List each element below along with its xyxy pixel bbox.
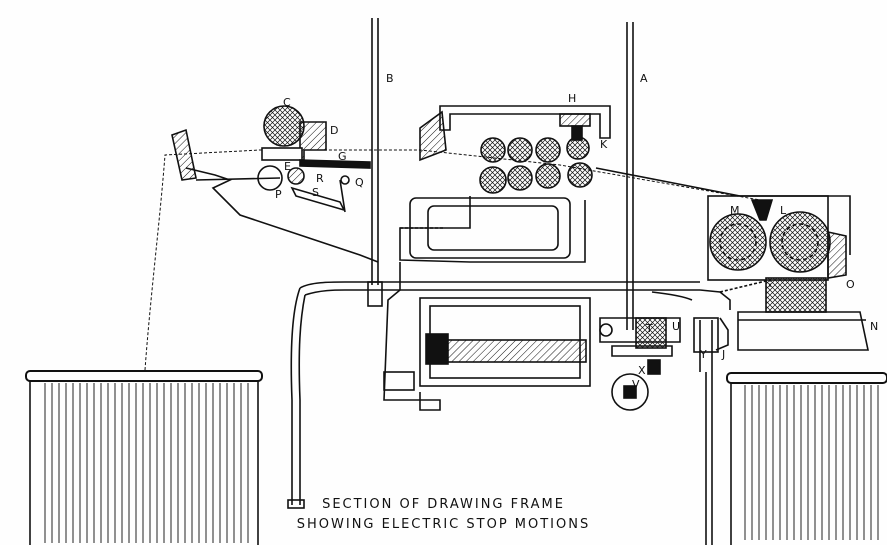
back-guide xyxy=(171,128,379,263)
right-sliver-can xyxy=(726,372,887,545)
calender-rolls xyxy=(707,195,847,313)
label-l: L xyxy=(780,204,787,217)
label-j: J xyxy=(721,348,725,361)
part-labels: B A C D E G H K L M N O P Q R S T V X Y … xyxy=(275,72,878,391)
stop-motion-unit xyxy=(599,317,729,411)
label-g: G xyxy=(338,150,347,163)
label-k: K xyxy=(600,138,608,151)
label-b: B xyxy=(386,72,394,85)
label-e: E xyxy=(284,160,291,173)
sliver-path xyxy=(144,149,761,371)
label-n: N xyxy=(870,320,878,333)
label-h: H xyxy=(568,92,576,105)
label-a: A xyxy=(640,72,648,85)
rod-a xyxy=(626,22,634,330)
label-x: X xyxy=(638,364,646,377)
coiler-table-n xyxy=(737,311,869,351)
caption-line-1: SECTION OF DRAWING FRAME xyxy=(322,497,565,512)
caption-line-2: SHOWING ELECTRIC STOP MOTIONS xyxy=(296,517,591,532)
label-o: O xyxy=(846,278,855,291)
gear-box xyxy=(383,262,591,411)
label-c: C xyxy=(283,96,291,109)
label-d: D xyxy=(330,124,338,137)
rod-b xyxy=(367,18,383,307)
label-s: S xyxy=(312,186,319,199)
roller-stand xyxy=(399,196,586,263)
label-m: M xyxy=(730,204,740,217)
label-p: P xyxy=(275,188,282,201)
label-u: U xyxy=(672,320,680,333)
label-y: Y xyxy=(699,348,707,361)
label-q: Q xyxy=(355,176,364,189)
top-cover-h xyxy=(419,105,611,162)
left-sliver-can xyxy=(25,370,263,545)
label-v: V xyxy=(632,378,640,391)
label-r: R xyxy=(316,172,324,185)
main-beam xyxy=(287,278,771,509)
drafting-rollers xyxy=(479,125,593,194)
label-t: T xyxy=(645,322,653,335)
calender-roller-c xyxy=(257,105,371,213)
